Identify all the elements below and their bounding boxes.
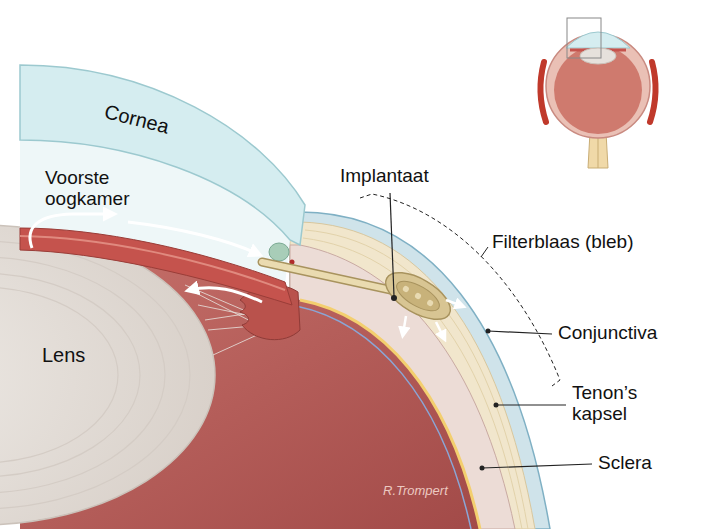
implant-plate	[378, 263, 457, 328]
flow-arrow	[403, 316, 406, 334]
leader-dot	[480, 466, 485, 471]
leader-line	[482, 464, 592, 468]
flow-arrow	[30, 214, 112, 248]
trabecular-meshwork	[269, 243, 289, 261]
leader-dot	[391, 295, 397, 301]
choroid-line	[296, 306, 471, 529]
structure-label: Cornea	[102, 100, 171, 137]
cornea	[20, 65, 305, 245]
lens-ring	[0, 241, 190, 509]
leader-dot	[494, 403, 499, 408]
leader-line	[481, 247, 488, 257]
signature: R.Trompert	[383, 484, 448, 498]
lens-ring	[0, 273, 140, 477]
implant-tube	[262, 262, 400, 292]
retina-line	[300, 300, 480, 529]
flow-arrow	[128, 222, 258, 254]
part-label: Implantaat	[340, 166, 429, 187]
leader-dot	[486, 329, 491, 334]
implant-tube-outline	[262, 262, 400, 292]
structure-label: Conjunctiva	[558, 323, 657, 344]
leader-line	[488, 331, 552, 334]
structure-label: Filterblaas (bleb)	[492, 232, 634, 253]
lens-ring	[0, 287, 118, 463]
bleb-bracket	[360, 194, 560, 386]
flow-arrow	[436, 322, 444, 338]
structure-label: Sclera	[598, 453, 652, 474]
structure-label: Lens	[42, 344, 85, 366]
iris	[20, 228, 292, 305]
flow-arrow	[190, 288, 262, 302]
structure-label: Voorste oogkamer	[45, 168, 145, 210]
inset-eye	[540, 18, 655, 168]
structure-label: Tenon’s kapsel	[572, 383, 652, 425]
lens-ring	[0, 257, 165, 493]
flow-arrow	[446, 300, 462, 306]
leader-line	[496, 404, 566, 405]
iris-stripe	[20, 236, 285, 290]
leader-line	[390, 193, 394, 296]
